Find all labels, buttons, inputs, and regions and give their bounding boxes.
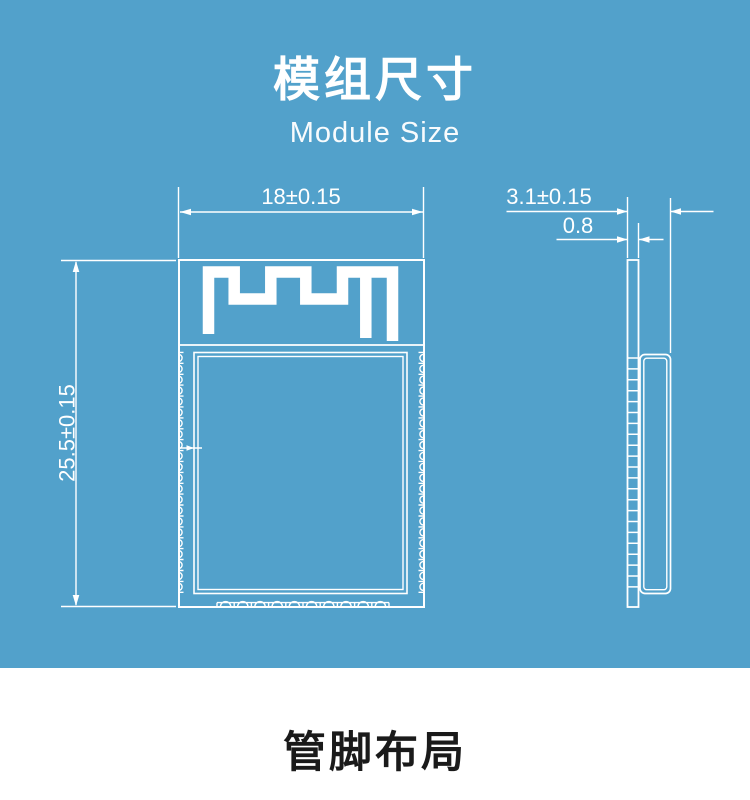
castellated-pads-bottom: [216, 600, 390, 607]
shield-side-inner: [643, 357, 668, 591]
arrow-right-icon: [617, 208, 628, 215]
dimension-pcb-0-8: 0.8: [556, 213, 664, 258]
arrow-down-icon: [72, 595, 80, 606]
dim-width-label: 18±0.15: [261, 184, 340, 209]
dimension-height-25-5: 25.5±0.15: [55, 259, 176, 608]
dimension-width-18: 18±0.15: [177, 184, 425, 258]
shield-outline-outer: [193, 351, 408, 595]
footer-section-title: 管脚布局: [283, 729, 467, 777]
footer-band: [0, 668, 750, 800]
arrow-up-icon: [72, 261, 80, 272]
front-view-drawing: [178, 259, 425, 608]
pcb-side-profile: [626, 259, 640, 608]
arrow-left-icon: [180, 208, 191, 216]
section-title-en: Module Size: [289, 117, 461, 149]
castellated-pads-left: [178, 351, 184, 593]
section-title-cn: 模组尺寸: [273, 53, 477, 106]
castellated-pads-right: [418, 351, 424, 593]
dim-height-label: 25.5±0.15: [55, 384, 80, 482]
dimension-thickness-3-1: 3.1±0.15: [506, 184, 714, 353]
feed-point-arrow: [180, 445, 202, 451]
arrow-right-icon: [412, 208, 423, 216]
antenna-trace: [202, 266, 399, 341]
dim-thickness-label: 3.1±0.15: [506, 184, 591, 209]
arrow-left-icon: [639, 236, 650, 243]
dim-pcb-thickness-label: 0.8: [563, 213, 594, 238]
module-outline: [178, 259, 425, 608]
side-view-drawing: [626, 259, 672, 608]
shield-outline-inner: [197, 355, 404, 591]
module-dimension-drawing: 18±0.15 25.5±0.15 3.1±0.15 0.8: [55, 184, 714, 608]
arrow-left-icon: [670, 208, 681, 215]
castellation-side-rungs: [627, 357, 640, 588]
arrow-right-icon: [617, 236, 628, 243]
shield-side-outer: [639, 353, 672, 595]
